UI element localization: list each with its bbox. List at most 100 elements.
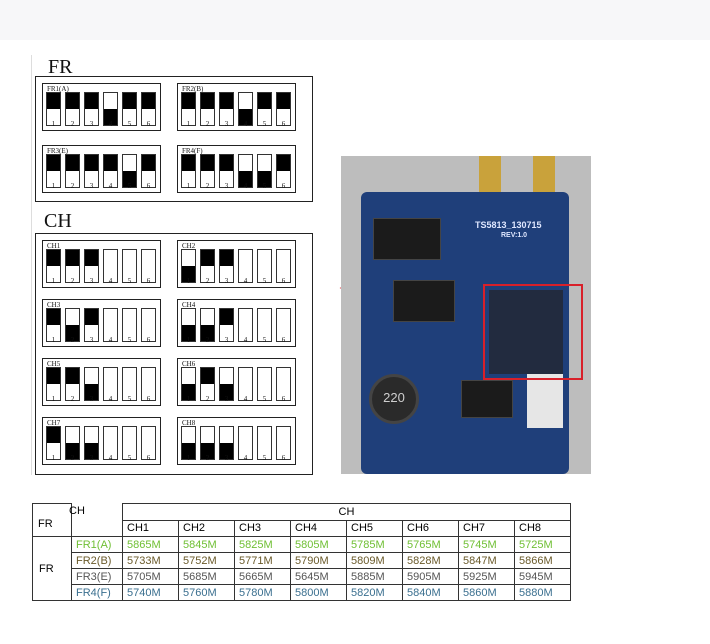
switch-number: 3 <box>89 336 94 344</box>
dip-switch <box>65 308 80 342</box>
switch-number: 1 <box>51 336 56 344</box>
switch-knob <box>182 384 195 400</box>
dip-switch <box>65 92 80 126</box>
dip-switch <box>65 154 80 188</box>
dip-switch <box>276 154 291 188</box>
dip-switch <box>200 426 215 460</box>
switch-knob <box>66 250 79 266</box>
dip-switch <box>65 426 80 460</box>
switch-number: 4 <box>108 120 113 128</box>
corner-fr-label: FR <box>38 518 53 530</box>
switch-knob <box>201 155 214 171</box>
switch-number: 3 <box>224 395 229 403</box>
switch-knob <box>66 93 79 109</box>
switch-knob <box>85 309 98 325</box>
connector-pin <box>533 156 555 196</box>
band-label: FR2(B) <box>71 552 123 569</box>
dip-switch <box>276 249 291 283</box>
switch-knob <box>220 250 233 266</box>
switch-knob <box>47 250 60 266</box>
dip-switch <box>141 426 156 460</box>
switch-number: 4 <box>108 277 113 285</box>
switch-number: 1 <box>186 454 191 462</box>
fr-group-label: FR <box>32 536 72 601</box>
frequency-cell: 5880M <box>514 584 571 601</box>
switch-number: 3 <box>89 277 94 285</box>
dip-switch <box>257 426 272 460</box>
switch-number: 1 <box>51 277 56 285</box>
dip-switch <box>257 249 272 283</box>
dip-switch <box>181 92 196 126</box>
dip-switch <box>46 154 61 188</box>
dip-switch <box>181 367 196 401</box>
top-band <box>0 0 710 40</box>
switch-knob <box>66 443 79 459</box>
frequency-cell: 5785M <box>346 536 403 553</box>
ch-card-label: CH8 <box>182 419 196 427</box>
switch-knob <box>182 155 195 171</box>
dip-switch <box>122 367 137 401</box>
switch-number: 6 <box>146 277 151 285</box>
pcb-board: TS5813_130715 REV:1.0 220 <box>361 192 583 474</box>
column-header: CH1 <box>122 519 179 537</box>
switch-number: 5 <box>127 120 132 128</box>
switch-knob <box>182 325 195 341</box>
column-header: CH7 <box>458 519 515 537</box>
switch-number: 4 <box>243 277 248 285</box>
band-label: FR4(F) <box>71 584 123 601</box>
switch-number: 5 <box>127 336 132 344</box>
switch-knob <box>47 368 60 384</box>
switch-knob <box>85 250 98 266</box>
switch-number: 4 <box>243 395 248 403</box>
dip-switch <box>219 154 234 188</box>
ch-group-header: CH <box>122 503 571 521</box>
column-header: CH2 <box>178 519 235 537</box>
dip-switch <box>103 249 118 283</box>
dip-switch <box>257 154 272 188</box>
frequency-cell: 5760M <box>178 584 235 601</box>
frequency-cell: 5945M <box>514 568 571 585</box>
column-header: CH5 <box>346 519 403 537</box>
dip-switch <box>84 367 99 401</box>
switch-knob <box>142 93 155 109</box>
switch-knob <box>220 384 233 400</box>
dip-switch <box>46 249 61 283</box>
switch-knob <box>85 443 98 459</box>
switch-number: 3 <box>89 182 94 190</box>
frequency-cell: 5820M <box>346 584 403 601</box>
dip-switch <box>200 249 215 283</box>
switch-knob <box>182 443 195 459</box>
frequency-cell: 5780M <box>234 584 291 601</box>
switch-knob <box>85 155 98 171</box>
dip-switch <box>276 308 291 342</box>
switch-knob <box>220 309 233 325</box>
switch-number: 4 <box>108 336 113 344</box>
switch-knob <box>47 427 60 443</box>
switch-number: 5 <box>127 395 132 403</box>
switch-number: 4 <box>108 182 113 190</box>
dip-switch <box>238 308 253 342</box>
dip-switch <box>238 426 253 460</box>
switch-number: 2 <box>70 454 75 462</box>
switch-number: 4 <box>243 454 248 462</box>
switch-knob <box>201 250 214 266</box>
switch-knob <box>277 93 290 109</box>
ch-card-label: CH6 <box>182 360 196 368</box>
switch-knob <box>258 171 271 187</box>
dip-switch-block <box>489 290 563 374</box>
dip-switch <box>141 154 156 188</box>
switch-knob <box>47 309 60 325</box>
frequency-cell: 5905M <box>402 568 459 585</box>
column-header: CH3 <box>234 519 291 537</box>
ch-card-label: CH4 <box>182 301 196 309</box>
dip-switch <box>219 426 234 460</box>
switch-knob <box>104 155 117 171</box>
switch-number: 3 <box>224 336 229 344</box>
frequency-cell: 5885M <box>346 568 403 585</box>
frequency-cell: 5840M <box>402 584 459 601</box>
frequency-cell: 5800M <box>290 584 347 601</box>
